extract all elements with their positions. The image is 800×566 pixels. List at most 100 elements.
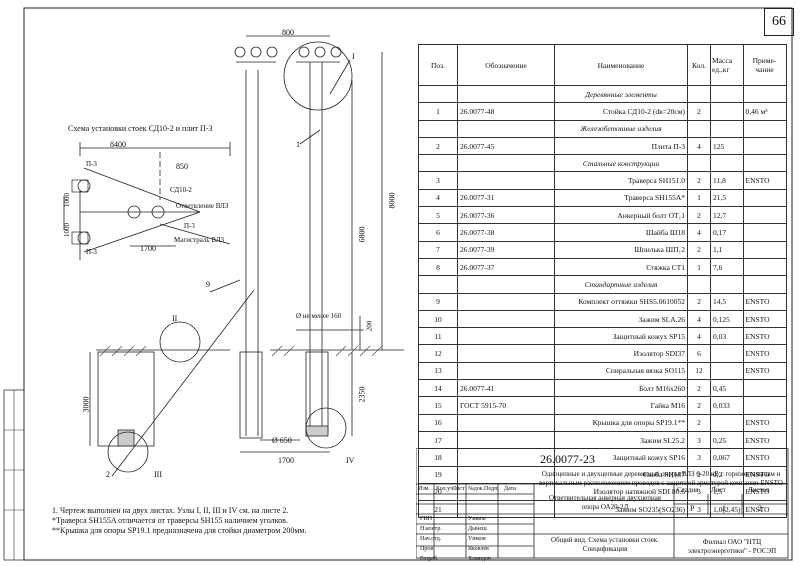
cell-code: [457, 361, 555, 381]
cell-mass: [710, 361, 744, 381]
note-1: 1. Чертеж выполнен на двух листах. Узлы …: [52, 506, 289, 515]
cell-note: ENSTO: [742, 344, 787, 363]
cell-mass: [710, 102, 744, 121]
cell-name: Траверса SH151.0: [554, 171, 688, 190]
table-cell: [418, 154, 458, 173]
table-cell: [457, 119, 555, 138]
cell-pos: 4: [418, 188, 458, 208]
table-cell: [710, 119, 744, 138]
cell-code: 26.0077-45: [457, 136, 555, 156]
cell-pos: 16: [418, 413, 458, 432]
label-vlz-branch: Ответвление ВЛЗ: [176, 202, 229, 210]
cell-name: Гайка М16: [554, 396, 688, 415]
section-title: Железобетонные изделия: [554, 119, 688, 138]
stamp-name: Яковлев: [468, 546, 489, 552]
cell-mass: 0,25: [710, 430, 744, 450]
header-pos: Поз.: [418, 44, 458, 86]
table-cell: [687, 275, 711, 294]
cell-name: Комплект оттяжки SHS5.0610052: [554, 292, 688, 311]
table-cell: [457, 154, 555, 173]
cell-pos: 14: [418, 379, 458, 398]
stamp-sheet-label: Лист: [711, 486, 726, 494]
cell-qty: 12: [687, 361, 711, 381]
stamp-role: Пров.: [420, 546, 435, 552]
dim-650: Ø 650: [272, 436, 292, 445]
cell-pos: 9: [418, 292, 458, 311]
cell-note: ENSTO: [742, 309, 787, 329]
cell-note: [742, 188, 787, 208]
cell-name: Шпилька ШП₁2: [554, 240, 688, 259]
cell-pos: 10: [418, 309, 458, 329]
table-cell: [418, 84, 458, 104]
table-cell: [457, 84, 555, 104]
stamp-sheet-title: Ответвительная анкерная двухцепная опора…: [548, 494, 662, 511]
table-cell: [687, 119, 711, 138]
callout-9: 9: [206, 280, 210, 289]
cell-code: ГОСТ 5915-70: [457, 396, 555, 415]
cell-name: Анкерный болт ОТ₁1: [554, 206, 688, 225]
cell-pos: 2: [418, 136, 458, 156]
cell-qty: 3: [687, 430, 711, 450]
cell-code: [457, 171, 555, 190]
cell-code: [457, 309, 555, 329]
cell-note: ENSTO: [742, 413, 787, 432]
stamp-role: Н.контр.: [420, 526, 442, 532]
stamp-col-label: Изм.: [418, 486, 430, 492]
cell-code: [457, 344, 555, 363]
dim-200: 200: [365, 320, 374, 332]
stamp-sheet: 1: [722, 504, 726, 513]
table-cell: [742, 275, 787, 294]
dim-6800: 6800: [357, 226, 367, 243]
cell-mass: 21,5: [710, 188, 744, 208]
cell-name: Болт М16х260: [554, 379, 688, 398]
cell-qty: 2: [687, 465, 711, 484]
table-section-row: Деревянные элементы: [418, 84, 787, 104]
dim-1000-b: 1000: [63, 223, 71, 237]
node-iii: III: [154, 470, 162, 479]
table-section-row: Стандартные изделия: [418, 275, 787, 294]
header-note: Приме-чание: [742, 44, 787, 86]
label-p3-c: П-3: [184, 222, 195, 230]
table-cell: [710, 275, 744, 294]
cell-qty: 2: [687, 413, 711, 432]
stamp-sheet-subtitle: Общий вид. Схема установки стоек. Специф…: [551, 536, 659, 553]
cell-code: 26.0077-48: [457, 102, 555, 121]
stamp-stage: Р: [690, 504, 695, 513]
table-cell: [710, 84, 744, 104]
cell-qty: 1: [687, 257, 711, 277]
dim-8000: 8000: [387, 192, 397, 209]
cell-note: ENSTO: [742, 327, 787, 346]
cell-code: 26.0077-38: [457, 223, 555, 242]
stamp-name: Дынеш: [468, 526, 487, 532]
table-section-row: Стальные конструкции: [418, 154, 787, 173]
table-cell: [710, 154, 744, 173]
cell-note: [742, 396, 787, 415]
cell-mass: 0,45: [710, 379, 744, 398]
callout-1: 1: [296, 140, 300, 149]
page-number: 66: [764, 8, 794, 36]
cell-note: ENSTO: [742, 430, 787, 450]
cell-pos: 7: [418, 240, 458, 259]
cell-note: [742, 136, 787, 156]
table-cell: [742, 119, 787, 138]
cell-mass: [710, 344, 744, 363]
cell-name: Шайба Ш18: [554, 223, 688, 242]
cell-code: [457, 327, 555, 346]
notes: 1. Чертеж выполнен на двух листах. Узлы …: [52, 506, 306, 536]
cell-code: [457, 413, 555, 432]
cell-note: ENSTO: [742, 171, 787, 190]
cell-pos: 3: [418, 171, 458, 190]
cell-mass: [710, 413, 744, 432]
stamp-col-label: Кол.уч: [436, 486, 454, 492]
cell-mass: 0,033: [710, 396, 744, 415]
